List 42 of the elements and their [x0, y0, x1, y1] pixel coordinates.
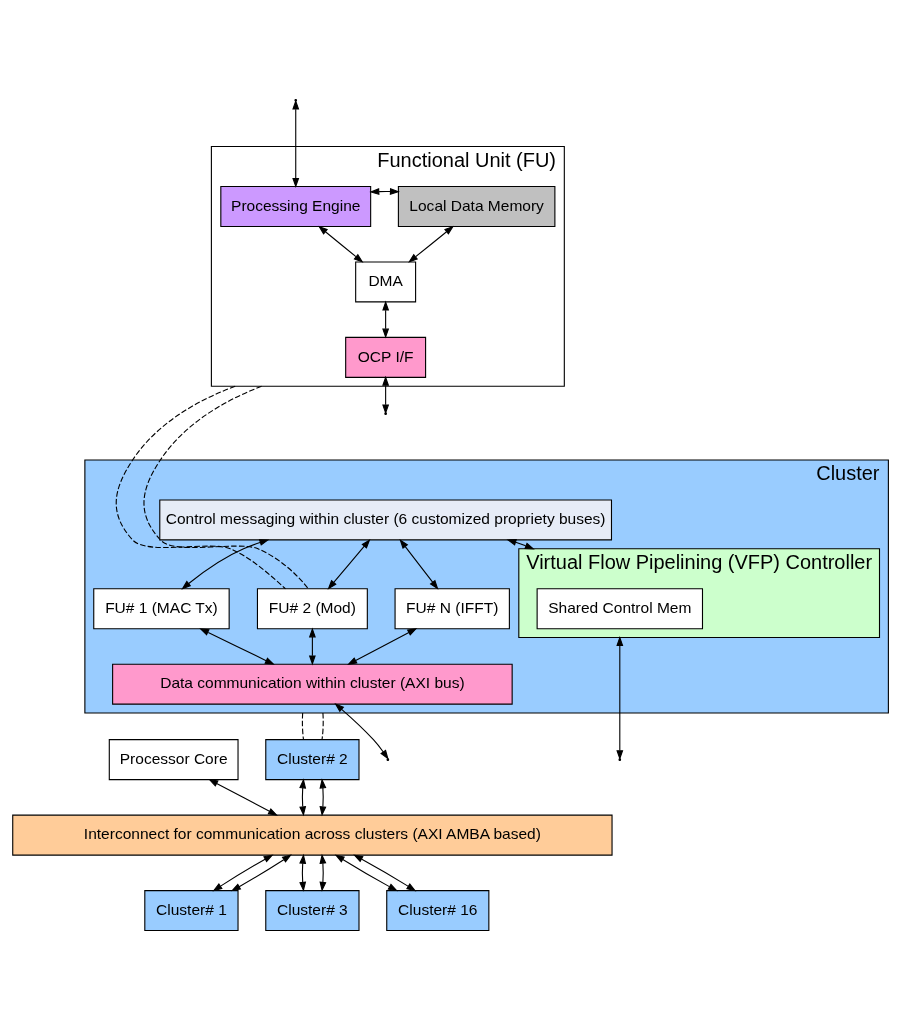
arrow: [318, 225, 364, 263]
arrow: [399, 538, 439, 590]
arrow: [319, 778, 327, 817]
node-box: Processor Core: [108, 739, 239, 781]
arrow: [299, 778, 307, 817]
node-box: Shared Control Mem: [536, 588, 704, 630]
arrow: [212, 854, 274, 892]
arrow: [299, 853, 307, 892]
arrow: [408, 225, 455, 263]
arrow: [308, 627, 316, 666]
arrow: [382, 375, 390, 415]
node-box: Control messaging within cluster (6 customized propriety buses): [159, 499, 613, 541]
node-box: FU# N (IFFT): [394, 588, 510, 630]
node-box: Interconnect for communication across clusters (AXI AMBA based): [12, 814, 613, 856]
arrow: [382, 300, 390, 339]
arrow: [327, 538, 371, 590]
arrow: [208, 779, 278, 816]
arrow: [181, 539, 270, 590]
connector: [143, 385, 309, 590]
node-box: Cluster# 16: [386, 890, 490, 932]
node-box: DMA: [355, 261, 417, 303]
arrow: [616, 635, 624, 761]
arrow: [334, 703, 389, 760]
node-box: Cluster# 2: [265, 739, 360, 781]
arrow: [353, 854, 417, 892]
connector: [321, 712, 324, 740]
node-box: FU# 1 (MAC Tx): [93, 588, 230, 630]
arrow: [199, 628, 275, 665]
connector: [301, 712, 304, 740]
arrow: [230, 854, 292, 892]
node-box: Data communication within cluster (AXI bus): [112, 663, 513, 705]
arrow: [319, 853, 327, 892]
node-box: Processing Engine: [220, 185, 372, 227]
arrow: [506, 539, 535, 550]
arrow: [334, 854, 398, 892]
arrow: [347, 628, 418, 665]
connector: [115, 385, 286, 590]
node-box: OCP I/F: [345, 336, 427, 378]
node-box: Cluster# 3: [265, 890, 360, 932]
node-box: Local Data Memory: [397, 185, 556, 227]
node-box: FU# 2 (Mod): [256, 588, 368, 630]
node-box: Cluster# 1: [144, 890, 239, 932]
